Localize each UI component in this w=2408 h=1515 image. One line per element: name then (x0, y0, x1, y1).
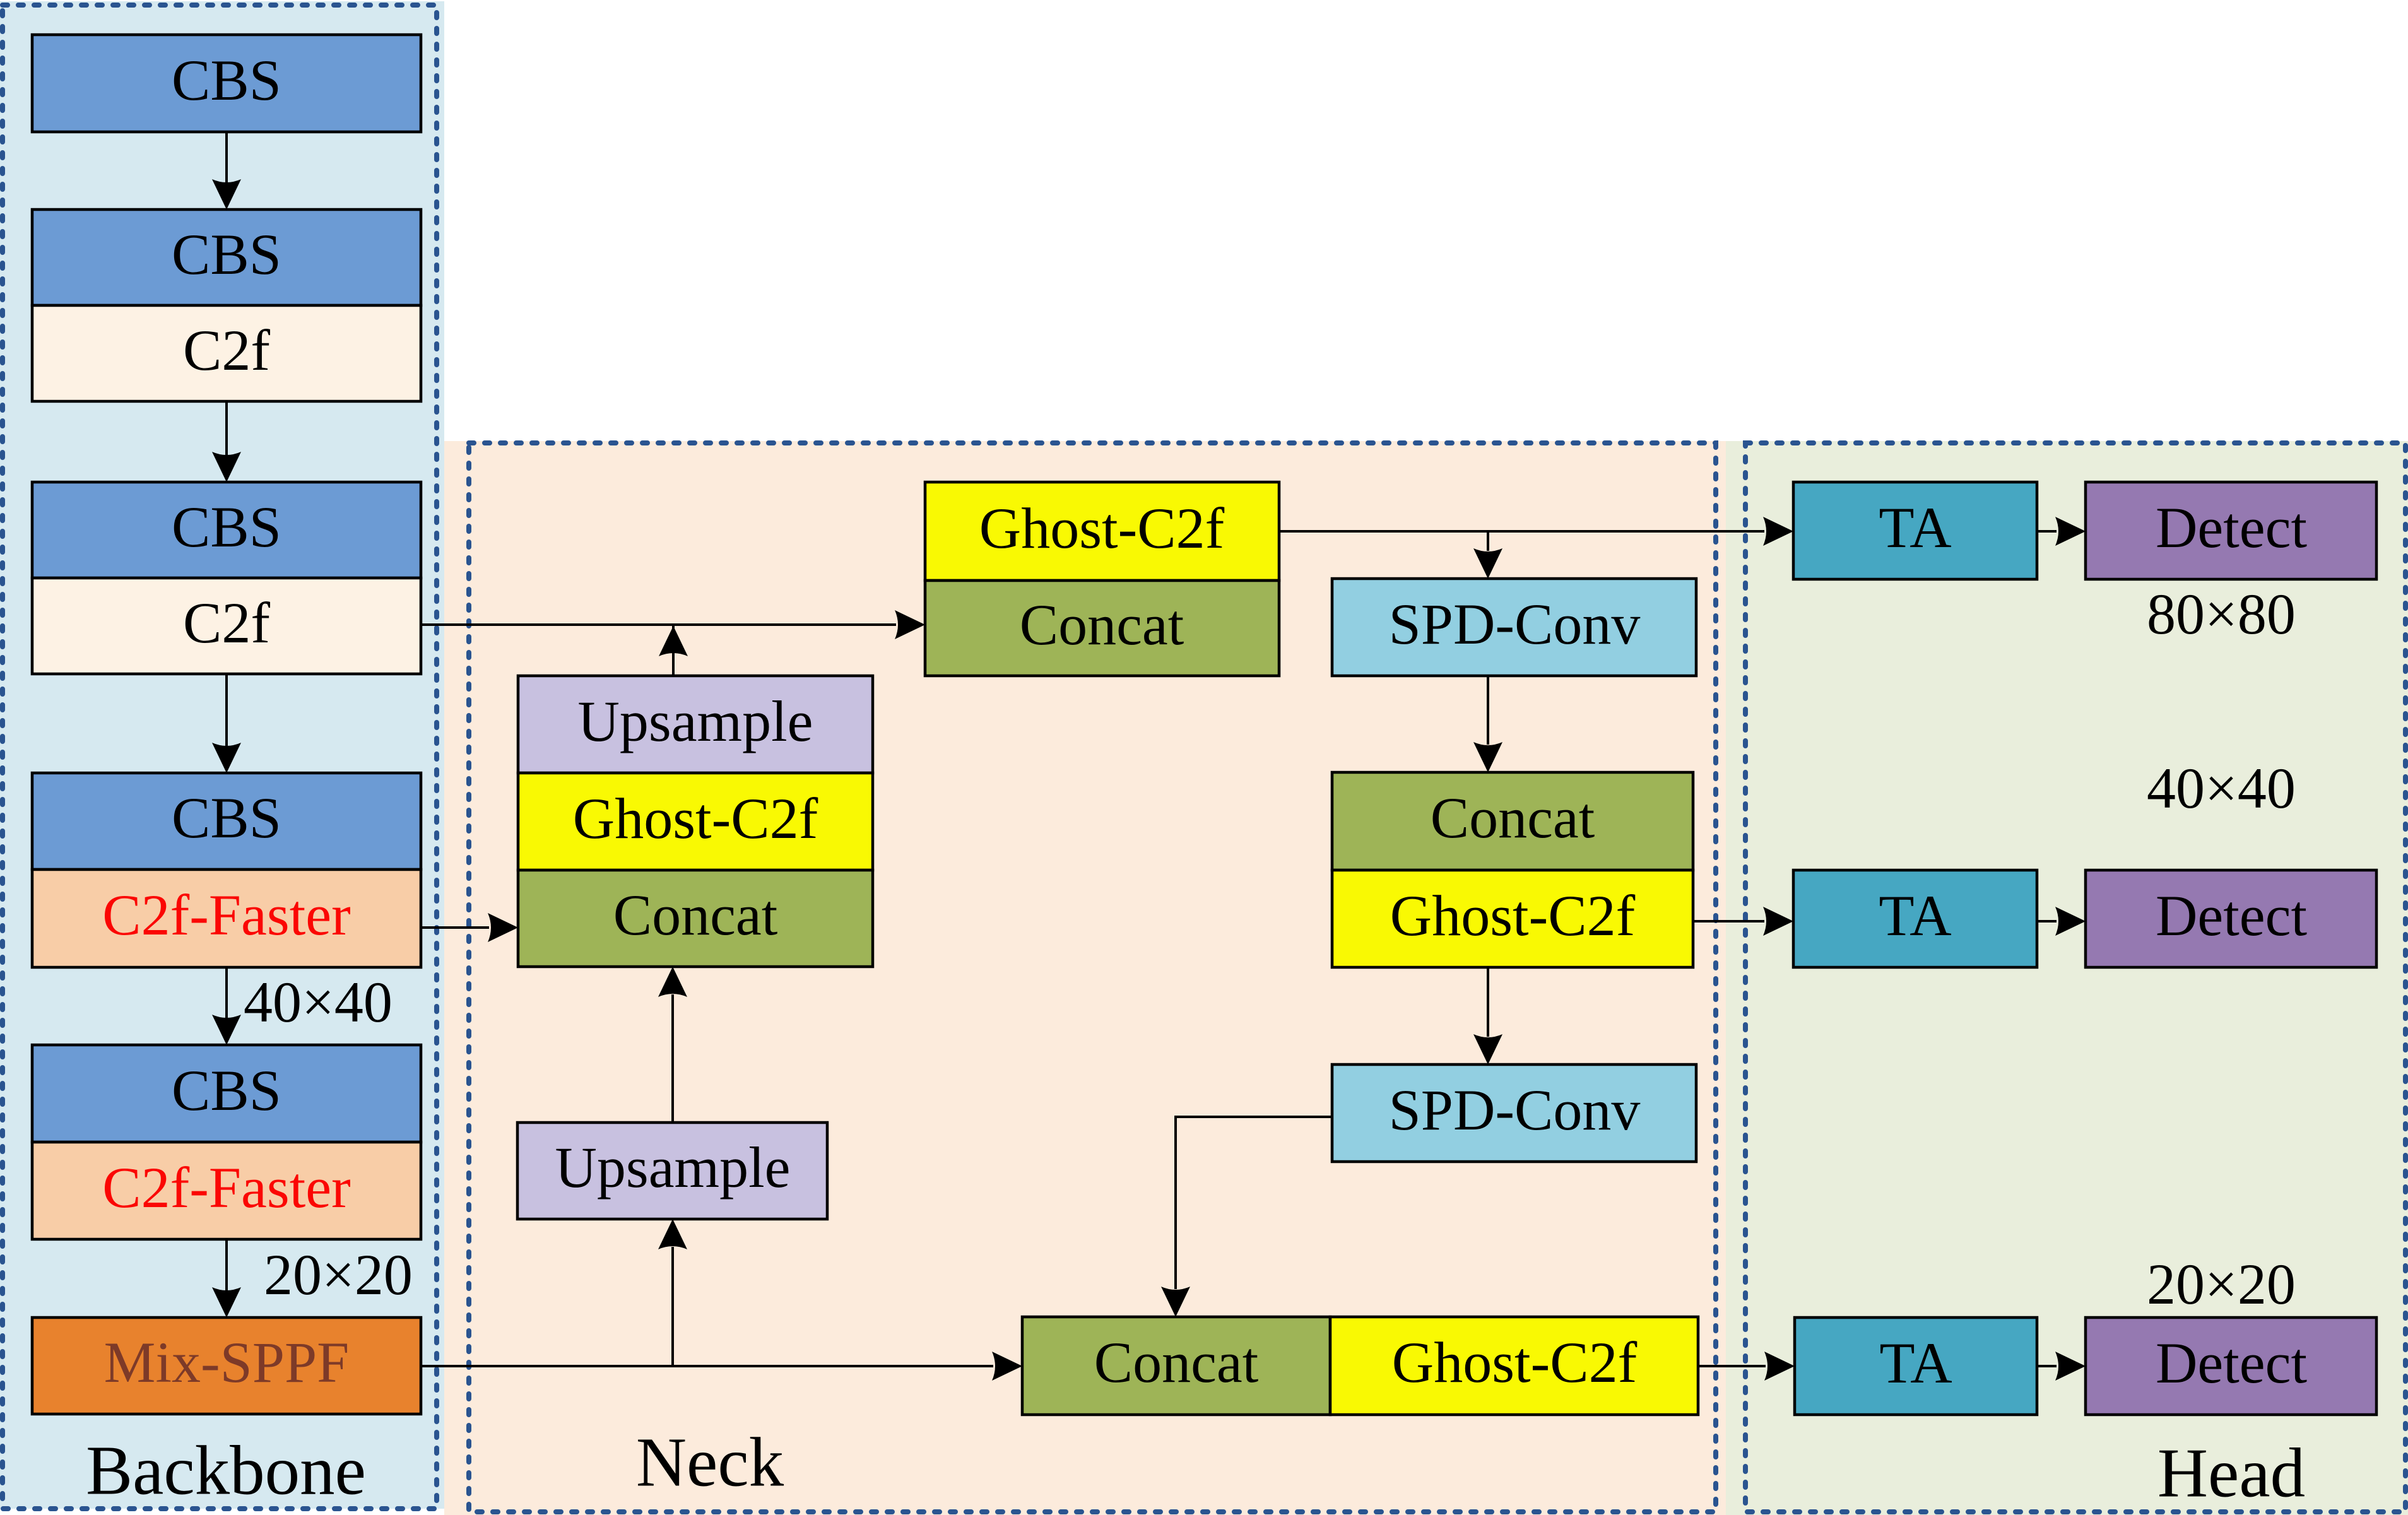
svg-text:Upsample: Upsample (577, 689, 813, 753)
svg-text:C2f-Faster: C2f-Faster (102, 883, 350, 947)
svg-text:Concat: Concat (1094, 1330, 1259, 1394)
svg-text:Detect: Detect (2156, 1331, 2308, 1395)
svg-text:40×40: 40×40 (2147, 756, 2296, 820)
svg-text:TA: TA (1879, 883, 1951, 948)
svg-text:Head: Head (2157, 1435, 2305, 1512)
svg-text:Ghost-C2f: Ghost-C2f (1392, 1330, 1638, 1394)
svg-text:C2f: C2f (183, 318, 270, 382)
svg-text:Upsample: Upsample (555, 1135, 790, 1200)
svg-text:C2f-Faster: C2f-Faster (102, 1155, 350, 1220)
svg-text:TA: TA (1879, 495, 1951, 560)
svg-text:Concat: Concat (1020, 592, 1184, 657)
svg-text:SPD-Conv: SPD-Conv (1389, 592, 1641, 656)
svg-text:80×80: 80×80 (2147, 582, 2296, 646)
svg-text:TA: TA (1879, 1331, 1952, 1395)
svg-text:Concat: Concat (613, 883, 778, 947)
svg-text:Detect: Detect (2156, 883, 2308, 948)
svg-text:SPD-Conv: SPD-Conv (1389, 1078, 1641, 1142)
svg-text:20×20: 20×20 (264, 1242, 413, 1307)
svg-text:CBS: CBS (172, 495, 281, 559)
svg-text:Concat: Concat (1431, 786, 1595, 850)
svg-text:CBS: CBS (172, 1058, 281, 1123)
svg-text:Ghost-C2f: Ghost-C2f (979, 496, 1225, 560)
svg-text:Backbone: Backbone (86, 1432, 366, 1510)
svg-text:20×20: 20×20 (2147, 1252, 2296, 1316)
svg-text:Mix-SPPF: Mix-SPPF (104, 1330, 350, 1394)
svg-text:C2f: C2f (183, 591, 270, 655)
svg-text:Detect: Detect (2156, 495, 2308, 560)
svg-text:CBS: CBS (172, 48, 281, 112)
svg-text:Ghost-C2f: Ghost-C2f (573, 786, 818, 851)
svg-text:CBS: CBS (172, 786, 281, 850)
svg-text:Ghost-C2f: Ghost-C2f (1390, 883, 1636, 948)
svg-text:CBS: CBS (172, 222, 281, 286)
svg-text:Neck: Neck (636, 1424, 784, 1502)
svg-text:40×40: 40×40 (244, 970, 392, 1034)
